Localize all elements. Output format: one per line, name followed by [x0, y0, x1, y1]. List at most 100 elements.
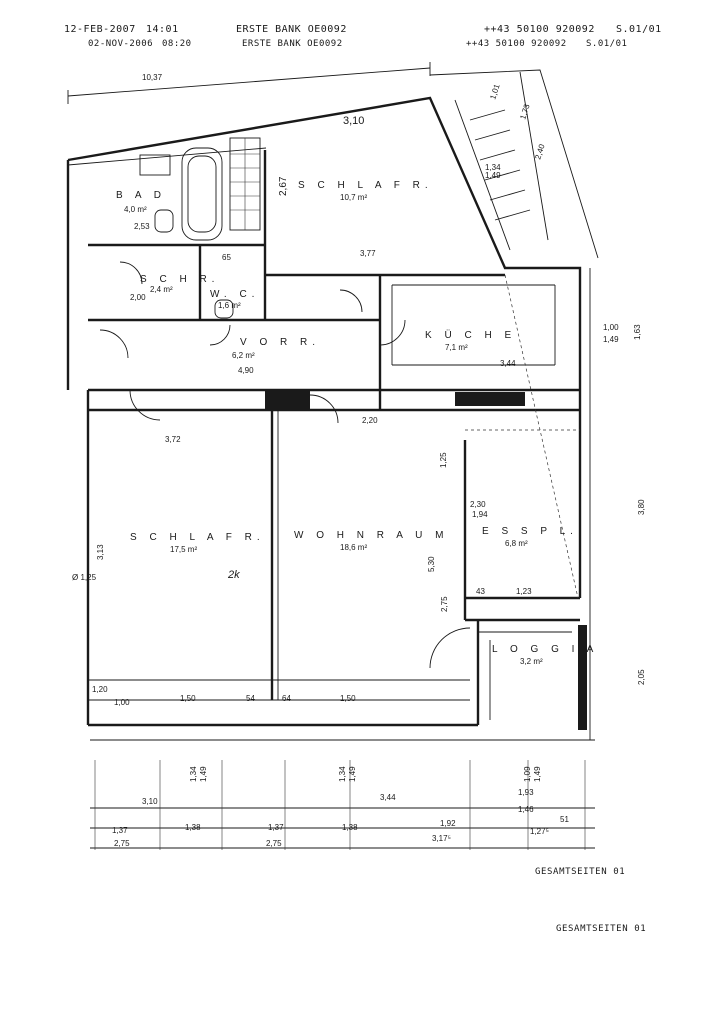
- room-schrank-name: S C H R.: [140, 274, 219, 285]
- dim-b-344: 3,44: [380, 793, 396, 802]
- dim-right-e: 2,40: [533, 143, 547, 161]
- fax-sender: ERSTE BANK OE0092: [236, 24, 347, 35]
- dim-b-149b: 1,49: [348, 766, 357, 782]
- room-vorraum-name: V O R R.: [240, 337, 320, 348]
- dim-b-310: 3,10: [142, 797, 158, 806]
- dim-right-b: 1,73: [518, 103, 532, 121]
- dim-schlaf-height: 3,10: [343, 115, 364, 127]
- dim-b-138b: 1,38: [342, 823, 358, 832]
- dim-log-123: 1,23: [516, 587, 532, 596]
- room-labels: B A D 4,0 m² S C H R. 2,4 m² W. C. 1,6 m…: [116, 180, 598, 666]
- room-bad-name: B A D: [116, 190, 166, 201]
- dim-b-149c: 1,49: [533, 766, 542, 782]
- dim-125: 1,25: [439, 452, 448, 468]
- fax-phone: ++43 50100 920092: [466, 39, 567, 49]
- fax-date: 12-FEB-2007: [64, 24, 136, 35]
- dim-mid-275: 2,75: [440, 596, 449, 612]
- dim-right-205: 2,05: [637, 669, 646, 685]
- fax-time: 08:20: [162, 39, 192, 49]
- room-schlaf-oben-name: S C H L A F R.: [298, 180, 433, 191]
- fax-phone: ++43 50100 920092: [484, 24, 595, 35]
- dim-right-380: 3,80: [637, 499, 646, 515]
- fax-time: 14:01: [146, 24, 179, 35]
- room-kueche-area: 7,1 m²: [445, 343, 468, 352]
- footer-total-pages-2: GESAMTSEITEN 01: [556, 924, 647, 934]
- dim-right-c: 1,34: [485, 163, 501, 172]
- room-loggia-area: 3,2 m²: [520, 657, 543, 666]
- handwritten-note: 2k: [227, 569, 240, 581]
- dim-b-275b: 2,75: [266, 839, 282, 848]
- chimney: [455, 392, 525, 406]
- dim-w-64: 64: [282, 694, 291, 703]
- dim-k-right3: 1,63: [633, 324, 642, 340]
- hatched-wall: [469, 109, 531, 221]
- dim-b-149a: 1,49: [199, 766, 208, 782]
- washbasin: [139, 154, 171, 176]
- wardrobe-grid: [229, 137, 261, 231]
- interior-walls: [88, 150, 587, 730]
- dim-w-150b: 1,50: [340, 694, 356, 703]
- room-wc-name: W. C.: [210, 289, 259, 300]
- dim-vorr-len: 4,90: [238, 366, 254, 375]
- room-vorraum-area: 6,2 m²: [232, 351, 255, 360]
- room-schlaf-oben-area: 10,7 m²: [340, 193, 367, 202]
- room-essplatz-name: E S S P L.: [482, 526, 578, 537]
- dim-b-138a: 1,38: [185, 823, 201, 832]
- dim-b-192: 1,92: [440, 819, 456, 828]
- dim-220: 2,20: [362, 416, 378, 425]
- chimney: [265, 390, 310, 410]
- dim-right-a: 1,01: [488, 83, 502, 101]
- room-schlafzimmer-area: 17,5 m²: [170, 545, 197, 554]
- dim-w-150a: 1,50: [180, 694, 196, 703]
- bathtub: [181, 147, 223, 241]
- toilet-wc: [214, 299, 234, 319]
- dim-k-dim: 3,77: [360, 249, 376, 258]
- dim-b-51: 51: [560, 815, 569, 824]
- dim-k-width: 3,44: [500, 359, 516, 368]
- dim-ess-230: 2,30: [470, 500, 486, 509]
- dim-schlaf-side: 2,67: [278, 176, 289, 196]
- room-loggia-name: L O G G I A: [492, 644, 598, 655]
- dim-wc-width: 65: [222, 253, 231, 262]
- room-essplatz-area: 6,8 m²: [505, 539, 528, 548]
- room-wc-area: 1,6 m²: [218, 301, 241, 310]
- dim-b-317: 3,17⁵: [432, 834, 451, 843]
- dim-w-100: 1,00: [114, 698, 130, 707]
- projection-line: [504, 274, 579, 599]
- fax-page: S.01/01: [616, 24, 662, 35]
- bottom-dimension-chains: [90, 739, 595, 850]
- top-dimension-line: 10,37: [67, 62, 431, 104]
- fax-sender: ERSTE BANK OE0092: [242, 39, 343, 49]
- fax-date: 02-NOV-2006: [88, 39, 154, 49]
- dim-k-right1: 1,00: [603, 323, 619, 332]
- loggia-rail: [578, 625, 587, 730]
- room-schlafzimmer-name: S C H L A F R.: [130, 532, 265, 543]
- dim-right-d: 1,49: [485, 171, 501, 180]
- room-kueche-name: K Ü C H E: [425, 329, 516, 341]
- footer-total-pages-1: GESAMTSEITEN 01: [535, 867, 626, 877]
- room-wohnraum-area: 18,6 m²: [340, 543, 367, 552]
- dim-b-134a: 1,34: [189, 766, 198, 782]
- dim-schr-width: 2,00: [130, 293, 146, 302]
- toilet-bad: [154, 209, 174, 233]
- dim-b-193: 1,93: [518, 788, 534, 797]
- dim-b-109: 1,09: [523, 766, 532, 782]
- dim-left-313: 3,13: [96, 544, 105, 560]
- dim-b-127: 1,27⁵: [530, 827, 549, 836]
- room-schrank-area: 2,4 m²: [150, 285, 173, 294]
- dim-b-275a: 2,75: [114, 839, 130, 848]
- dim-w-120: 1,20: [92, 685, 108, 694]
- dim-w-54: 54: [246, 694, 255, 703]
- dim-b-134b: 1,34: [338, 766, 347, 782]
- fax-page: S.01/01: [586, 39, 628, 49]
- dim-mid-left: 3,72: [165, 435, 181, 444]
- doors: [99, 261, 471, 669]
- dim-ess-194: 1,94: [472, 510, 488, 519]
- dim-k-right2: 1,49: [603, 335, 619, 344]
- dim-mid-530: 5,30: [427, 556, 436, 572]
- dim-b-146: 1,46: [518, 805, 534, 814]
- dim-top-overall: 10,37: [142, 73, 163, 82]
- dim-b-137a: 1,37: [112, 826, 128, 835]
- dimension-labels: 3,10 2,67 2,53 2,00 65 3,77 4,90 3,44 1,…: [72, 115, 646, 848]
